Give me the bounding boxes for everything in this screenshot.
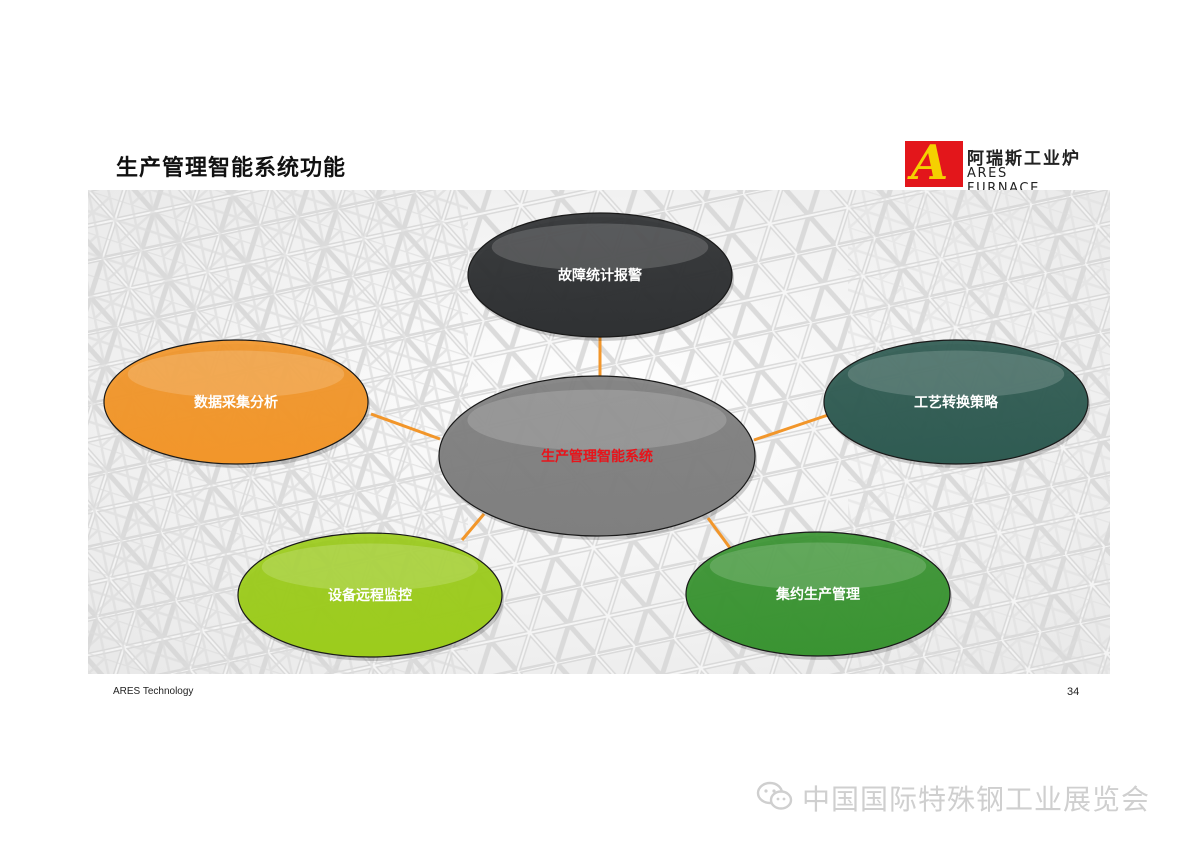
company-logo: A 阿瑞斯工业炉 ARES FURNACE	[905, 135, 1083, 196]
logo-mark: A	[905, 135, 963, 191]
node-remote	[237, 532, 503, 658]
page-title: 生产管理智能系统功能	[116, 156, 347, 181]
node-remote-gloss	[261, 543, 479, 591]
node-fault-gloss	[491, 223, 709, 271]
connector-process	[753, 413, 829, 442]
node-process-gloss	[847, 350, 1065, 398]
node-label-fault: 故障统计报警	[558, 268, 642, 284]
connector-data	[370, 412, 441, 441]
node-center-gloss	[467, 389, 727, 451]
diagram-panel: 故障统计报警数据采集分析 工艺转换策略设备远程监控 集约生产管理 生产管理智能系统	[88, 190, 1110, 674]
watermark-text: 中国国际特殊钢工业展览会	[802, 783, 1151, 816]
node-process	[823, 339, 1089, 465]
node-label-process: 工艺转换策略	[914, 395, 998, 411]
node-intensive	[685, 531, 951, 657]
node-intensive-gloss	[709, 542, 927, 590]
node-fault	[467, 212, 733, 338]
node-data	[103, 339, 369, 465]
footer-company: ARES Technology	[113, 686, 194, 697]
node-data-gloss	[127, 350, 345, 398]
node-center	[438, 375, 756, 537]
connector-remote	[460, 513, 486, 541]
page-number: 34	[1067, 686, 1080, 698]
logo-chinese-name: 阿瑞斯工业炉	[967, 149, 1081, 169]
wechat-icon	[756, 781, 793, 810]
connector-intensive	[706, 517, 732, 549]
background-lattice	[88, 190, 1110, 674]
node-label-remote: 设备远程监控	[328, 588, 412, 604]
node-label-intensive: 集约生产管理	[776, 587, 860, 603]
node-label-center: 生产管理智能系统	[541, 449, 653, 465]
node-label-data: 数据采集分析	[194, 395, 278, 411]
